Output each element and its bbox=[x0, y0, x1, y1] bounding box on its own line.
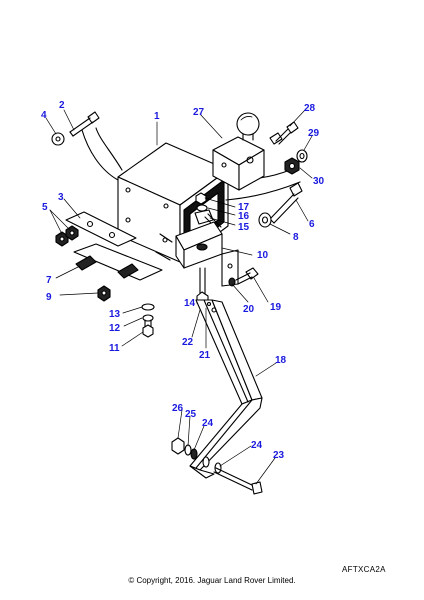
callout-10: 10 bbox=[257, 250, 269, 261]
callout-12: 12 bbox=[109, 323, 121, 334]
callout-6: 6 bbox=[309, 219, 315, 230]
callout-15: 15 bbox=[238, 222, 250, 233]
fixing-stack-15-17 bbox=[194, 192, 222, 231]
callout-24a: 24 bbox=[202, 418, 214, 429]
callout-22: 22 bbox=[182, 337, 194, 348]
lower-plate bbox=[73, 233, 173, 281]
long-bolt-23 bbox=[213, 467, 263, 495]
nut-20 bbox=[228, 277, 236, 287]
callout-27: 27 bbox=[193, 107, 205, 118]
support-stay-18 bbox=[189, 299, 263, 479]
bolt-28 bbox=[269, 121, 299, 145]
callout-19: 19 bbox=[270, 302, 282, 313]
bolt-2 bbox=[69, 111, 100, 137]
callout-14: 14 bbox=[184, 298, 196, 309]
nut-30 bbox=[284, 157, 300, 175]
callout-30: 30 bbox=[313, 176, 325, 187]
nuts-5 bbox=[55, 225, 79, 247]
callout-25: 25 bbox=[185, 409, 197, 420]
callout-7: 7 bbox=[46, 275, 52, 286]
bolt-6 bbox=[269, 182, 303, 224]
washer-29 bbox=[296, 149, 308, 163]
diagram-code: AFTXCA2A bbox=[342, 565, 386, 574]
callout-5: 5 bbox=[42, 202, 48, 213]
callout-26: 26 bbox=[172, 403, 184, 414]
callout-21: 21 bbox=[199, 350, 211, 361]
callout-8: 8 bbox=[293, 232, 299, 243]
callout-4: 4 bbox=[41, 110, 47, 121]
lower-fixing-stack bbox=[171, 437, 222, 474]
washer-4 bbox=[51, 132, 65, 146]
callout-13: 13 bbox=[109, 309, 121, 320]
bolt-stack-11-13 bbox=[141, 303, 155, 338]
callout-23: 23 bbox=[273, 450, 285, 461]
callout-11: 11 bbox=[109, 343, 120, 354]
callout-24b: 24 bbox=[251, 440, 263, 451]
callout-1: 1 bbox=[154, 111, 160, 122]
callout-labels: 1 2 3 4 5 6 7 8 9 10 11 12 13 14 15 16 1… bbox=[41, 100, 325, 461]
nut-9 bbox=[97, 285, 111, 302]
copyright-notice: © Copyright, 2016. Jaguar Land Rover Lim… bbox=[128, 576, 296, 585]
callout-28: 28 bbox=[304, 103, 316, 114]
callout-18: 18 bbox=[275, 355, 287, 366]
tow-ball-bracket bbox=[212, 112, 265, 191]
callout-20: 20 bbox=[243, 304, 255, 315]
callout-9: 9 bbox=[46, 292, 52, 303]
plate-3 bbox=[65, 211, 137, 247]
lower-bracket-10 bbox=[175, 221, 239, 287]
washer-8 bbox=[258, 212, 272, 228]
callout-16: 16 bbox=[238, 211, 250, 222]
callout-3: 3 bbox=[58, 192, 64, 203]
callout-29: 29 bbox=[308, 128, 320, 139]
bolt-19 bbox=[235, 267, 259, 285]
callout-2: 2 bbox=[59, 100, 65, 111]
leader-lines bbox=[45, 109, 313, 485]
callout-17: 17 bbox=[238, 202, 250, 213]
